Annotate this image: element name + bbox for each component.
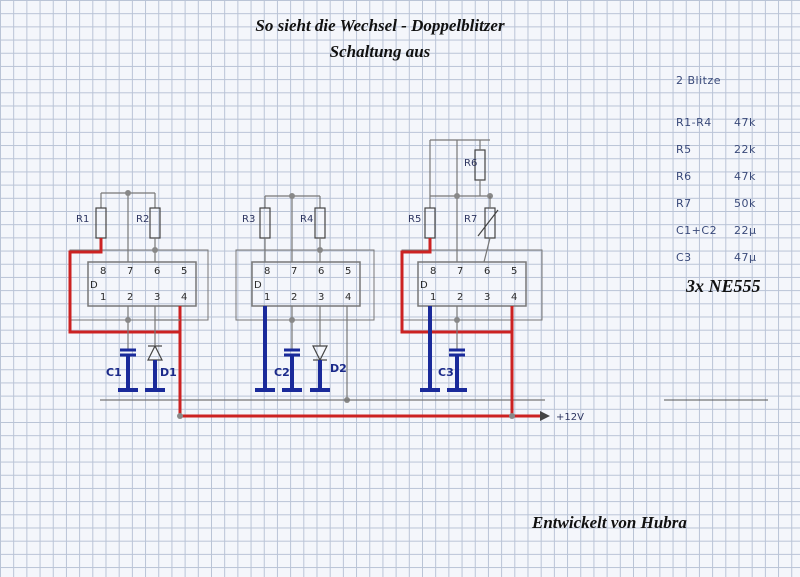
ic3-pin-5: 5: [511, 266, 517, 277]
parts-list-item-name: R6: [676, 170, 692, 183]
ic-3: 8 7 6 5 1 2 3 4 D R5 R6 R7: [400, 139, 543, 392]
ic2-pin-4: 4: [345, 292, 351, 303]
ic-1: 8 7 6 5 1 2 3 4 D R1 R2 C1: [68, 190, 209, 392]
label-r4: R4: [300, 214, 313, 225]
ic3-pin-8: 8: [430, 266, 436, 277]
ic1-pin-7: 7: [127, 266, 133, 277]
ic1-notch: D: [90, 280, 98, 291]
label-r5: R5: [408, 214, 421, 225]
ic1-pin-6: 6: [154, 266, 160, 277]
label-r6: R6: [464, 158, 477, 169]
ic2-pin-7: 7: [291, 266, 297, 277]
parts-list-item-name: C3: [676, 251, 692, 264]
ic1-pin-3: 3: [154, 292, 160, 303]
label-r3: R3: [242, 214, 255, 225]
ic2-pin-2: 2: [291, 292, 297, 303]
parts-list-item-value: 22µ: [734, 224, 757, 237]
ic3-pin-3: 3: [484, 292, 490, 303]
ic1-pin-8: 8: [100, 266, 106, 277]
ic2-pin-1: 1: [264, 292, 270, 303]
label-c2: C2: [274, 366, 290, 379]
parts-list-item-value: 47k: [734, 116, 756, 129]
parts-list-item-value: 47µ: [734, 251, 757, 264]
parts-list-item-name: R5: [676, 143, 692, 156]
author-credit: Entwickelt von Hubra: [532, 513, 687, 532]
ic1-pin-4: 4: [181, 292, 187, 303]
resistor-r2: [149, 207, 161, 239]
label-d2: D2: [330, 362, 347, 375]
ic-count-note: 3x NE555: [686, 276, 761, 296]
parts-list-item-name: C1+C2: [676, 224, 718, 237]
ic2-notch: D: [254, 280, 262, 291]
parts-list-item-value: 22k: [734, 143, 756, 156]
supply-rails: +12V: [100, 332, 768, 423]
resistor-r5: [424, 207, 436, 239]
parts-list-item-value: 47k: [734, 170, 756, 183]
parts-list-heading: 2 Blitze: [676, 74, 722, 87]
title-line-1: So sieht die Wechsel - Doppelblitzer: [255, 16, 505, 35]
title-line-2: Schaltung aus: [329, 42, 431, 61]
resistor-r3: [259, 207, 271, 239]
label-c3: C3: [438, 366, 454, 379]
label-r7: R7: [464, 214, 477, 225]
ic2-pin-8: 8: [264, 266, 270, 277]
parts-list-item-name: R1-R4: [676, 116, 712, 129]
parts-list-item-name: R7: [676, 197, 692, 210]
ic3-pin-7: 7: [457, 266, 463, 277]
ic1-pin-5: 5: [181, 266, 187, 277]
label-c1: C1: [106, 366, 122, 379]
resistor-r7: [484, 207, 496, 239]
ic3-pin-6: 6: [484, 266, 490, 277]
ic-2: 8 7 6 5 1 2 3 4 D R3 R4 C2: [235, 193, 375, 403]
label-d1: D1: [160, 366, 177, 379]
label-r1: R1: [76, 214, 89, 225]
ic1-pin-1: 1: [100, 292, 106, 303]
ic2-pin-3: 3: [318, 292, 324, 303]
ic1-pin-2: 2: [127, 292, 133, 303]
ic2-pin-5: 5: [345, 266, 351, 277]
supply-label: +12V: [556, 412, 584, 423]
resistor-r1: [95, 207, 107, 239]
ic3-pin-1: 1: [430, 292, 436, 303]
ic3-pin-2: 2: [457, 292, 463, 303]
ic2-pin-6: 6: [318, 266, 324, 277]
resistor-r4: [314, 207, 326, 239]
ic3-pin-4: 4: [511, 292, 517, 303]
ic3-notch: D: [420, 280, 428, 291]
label-r2: R2: [136, 214, 149, 225]
parts-list-item-value: 50k: [734, 197, 756, 210]
